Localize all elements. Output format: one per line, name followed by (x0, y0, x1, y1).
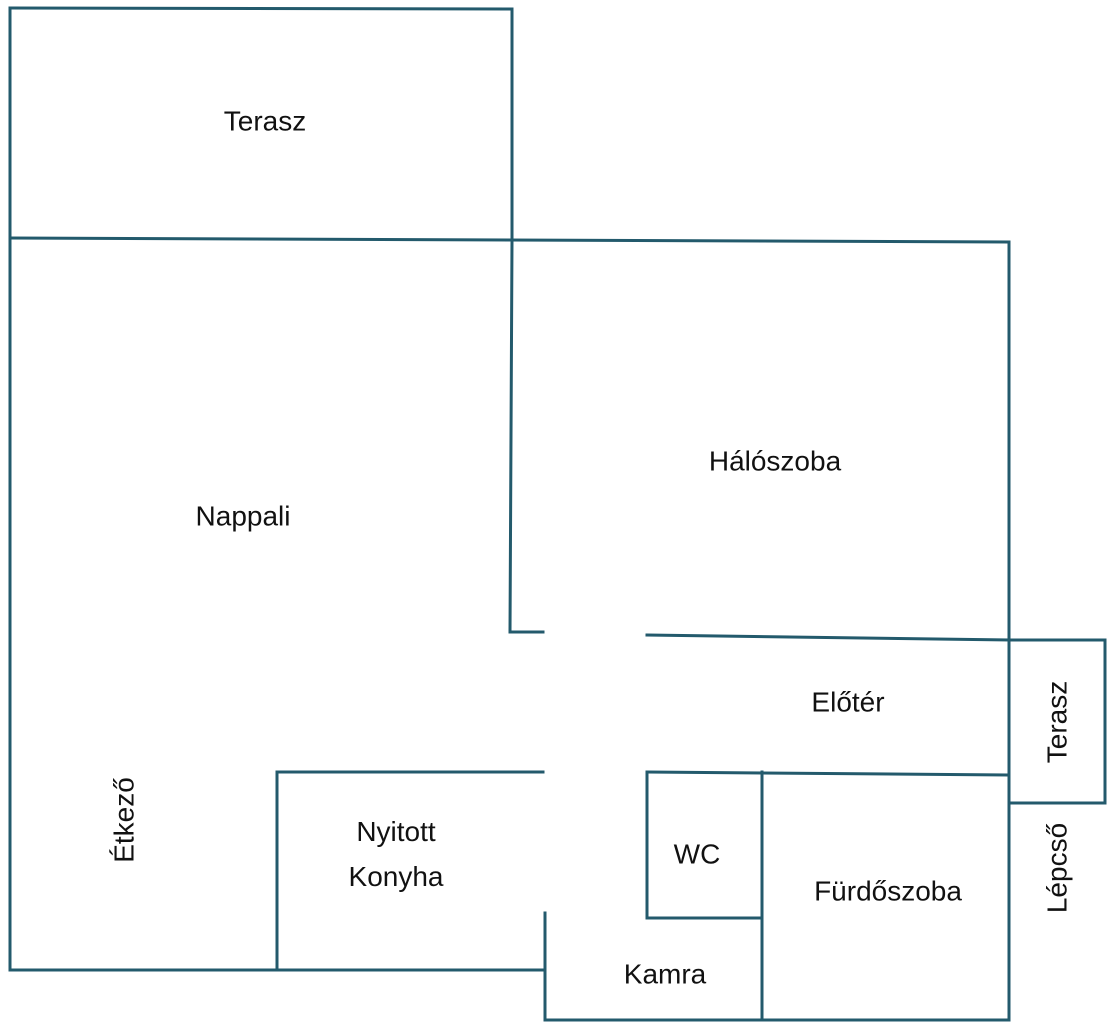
wall-wc (645, 770, 764, 920)
room-label-dining: Étkező (108, 777, 140, 863)
room-label-terrace-side: Terasz (1041, 680, 1073, 764)
kitchen-label-line2: Konyha (348, 861, 444, 892)
room-label-living-room: Nappali (195, 500, 291, 532)
wall-hall-bath (645, 770, 1009, 777)
wall-side-terrace (1007, 638, 1107, 805)
wall-top-terrace (8, 6, 514, 242)
room-label-bathroom: Fürdőszoba (814, 875, 962, 907)
wall-bedroom-hall (645, 633, 1011, 642)
kitchen-label-line1: Nyitott (356, 816, 436, 848)
room-label-terrace-top: Terasz (223, 105, 307, 137)
room-label-kitchen: Nyitott Konyha (349, 810, 444, 900)
room-label-wc: WC (673, 838, 721, 870)
wall-kitchen (275, 770, 545, 972)
wall-pantry (543, 911, 1009, 1022)
room-label-stairs: Lépcső (1041, 822, 1073, 914)
room-label-pantry: Kamra (623, 958, 707, 990)
wall-upper (8, 236, 1011, 1022)
room-label-hallway: Előtér (811, 686, 885, 718)
wall-living-bedroom (508, 238, 545, 634)
room-label-bedroom: Hálószoba (708, 445, 842, 477)
